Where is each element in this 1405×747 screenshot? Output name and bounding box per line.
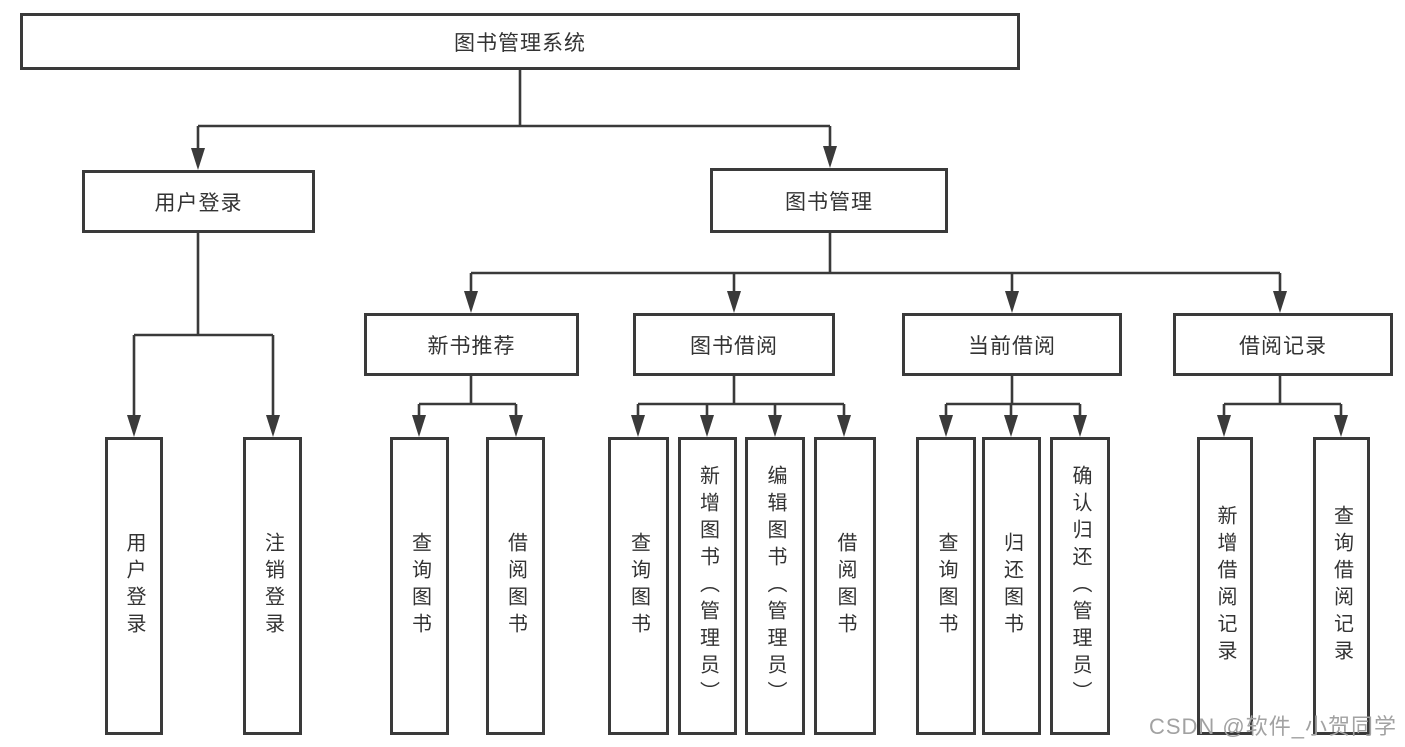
leaf-query-books-borrowing: 查询图书: [608, 437, 669, 735]
leaf-borrow-books: 借阅图书: [814, 437, 876, 735]
node-book-borrowing: 图书借阅: [633, 313, 835, 376]
node-label: 编辑图书（管理员）: [764, 464, 786, 708]
node-label: 新增借阅记录: [1214, 505, 1236, 667]
node-current-borrowing: 当前借阅: [902, 313, 1122, 376]
node-label: 图书管理: [785, 190, 873, 214]
leaf-confirm-return-admin: 确认归还（管理员）: [1050, 437, 1110, 735]
csdn-watermark: CSDN @软件_小贺同学: [1148, 714, 1397, 739]
leaf-logout: 注销登录: [243, 437, 302, 735]
node-label: 查询借阅记录: [1330, 505, 1353, 667]
node-new-book-recommendation: 新书推荐: [364, 313, 579, 376]
leaf-add-books-admin: 新增图书（管理员）: [678, 437, 737, 735]
node-label: 新增图书（管理员）: [696, 464, 719, 708]
node-label: 借阅图书: [834, 532, 856, 640]
node-label: 查询图书: [627, 532, 650, 640]
node-label: 用户登录: [123, 532, 145, 640]
node-user-login: 用户登录: [82, 170, 315, 233]
node-label: 新书推荐: [427, 334, 516, 358]
node-label: 注销登录: [261, 532, 284, 640]
leaf-add-borrow-record: 新增借阅记录: [1197, 437, 1253, 735]
node-label: 借阅图书: [504, 532, 527, 640]
node-book-management: 图书管理: [710, 168, 948, 233]
leaf-borrow-books-recommend: 借阅图书: [486, 437, 545, 735]
node-label: 用户登录: [154, 191, 243, 215]
node-borrowing-records: 借阅记录: [1173, 313, 1393, 376]
node-label: 当前借阅: [968, 334, 1056, 358]
leaf-query-books-recommend: 查询图书: [390, 437, 449, 735]
node-label: 确认归还（管理员）: [1069, 464, 1091, 708]
node-label: 借阅记录: [1239, 334, 1327, 358]
leaf-return-books: 归还图书: [982, 437, 1041, 735]
node-label: 查询图书: [935, 532, 957, 640]
node-label: 图书管理系统: [454, 31, 586, 55]
node-label: 归还图书: [1000, 532, 1023, 640]
node-label: 查询图书: [408, 532, 431, 640]
leaf-user-login: 用户登录: [105, 437, 163, 735]
node-label: 图书借阅: [690, 334, 778, 358]
leaf-query-borrow-record: 查询借阅记录: [1313, 437, 1370, 735]
node-library-management-system: 图书管理系统: [20, 13, 1020, 70]
leaf-query-books-current: 查询图书: [916, 437, 976, 735]
leaf-edit-books-admin: 编辑图书（管理员）: [745, 437, 805, 735]
